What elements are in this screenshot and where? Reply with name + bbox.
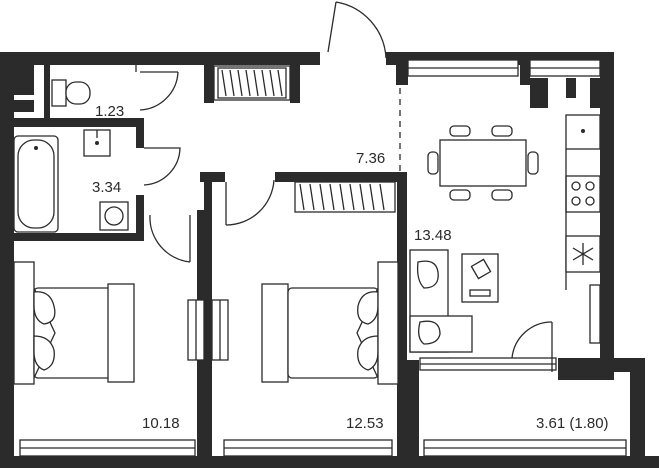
radiator-icon	[213, 65, 396, 213]
dining-table-icon	[427, 125, 539, 201]
room-area-balcony: 3.61 (1.80)	[536, 415, 609, 432]
bathtub-icon	[13, 135, 59, 233]
stove-icon	[565, 114, 601, 290]
sofa-icon	[409, 249, 473, 353]
sink-icon	[83, 129, 111, 157]
toilet-icon	[51, 79, 91, 107]
room-area-bedroom-1: 10.18	[142, 415, 180, 432]
room-area-kitchen-living: 13.48	[414, 227, 452, 244]
door-icon	[135, 1, 553, 372]
wardrobe-icon	[187, 299, 229, 361]
radiator-icon	[589, 284, 601, 344]
outer-walls	[0, 52, 659, 468]
fridge-icon	[565, 235, 601, 273]
window-icon	[19, 59, 627, 457]
washing-machine-icon	[99, 201, 129, 231]
coffee-table-icon	[461, 253, 499, 303]
bed-icon	[261, 261, 399, 385]
room-area-bedroom-2: 12.53	[346, 415, 384, 432]
room-area-hallway: 7.36	[356, 150, 385, 167]
inner-walls	[14, 65, 600, 468]
bed-icon	[13, 261, 135, 385]
room-area-bathroom: 3.34	[92, 179, 121, 196]
room-area-wc: 1.23	[95, 103, 124, 120]
